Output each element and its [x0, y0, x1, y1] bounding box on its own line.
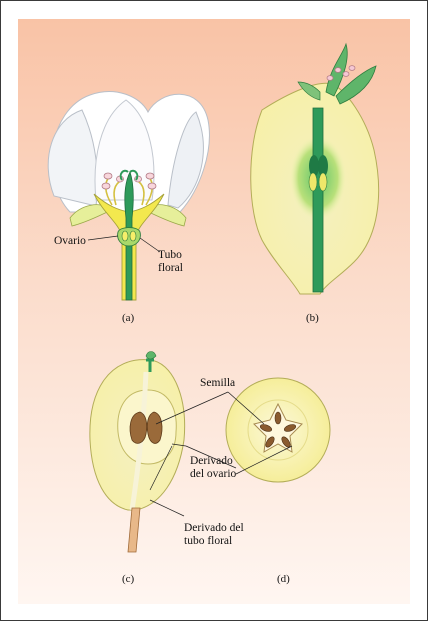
- mature-fruit-section-c: [89, 351, 186, 553]
- seed-c-right: [146, 411, 163, 444]
- label-ovario: Ovario: [54, 235, 86, 247]
- caption-c: (c): [122, 573, 135, 585]
- seed-c-left: [129, 411, 148, 444]
- developing-fruit-section-b: [250, 42, 380, 295]
- caption-d: (d): [277, 573, 290, 585]
- ovario-leader: [87, 235, 119, 241]
- leader-lines-cd: [149, 391, 293, 517]
- fruit-b-stalk: [312, 107, 324, 293]
- tubo-leader: [139, 237, 161, 253]
- caption-b: (b): [306, 312, 319, 324]
- anthers: [101, 172, 157, 190]
- ovary-a: [117, 227, 141, 247]
- carpels-star: [253, 402, 303, 453]
- petal-right: [167, 111, 204, 209]
- caption-a: (a): [122, 312, 135, 324]
- fruit-c-stalk: [127, 507, 141, 553]
- seeds-d: [259, 411, 297, 448]
- label-semilla: Semilla: [200, 377, 235, 389]
- cross-section-d: [225, 377, 331, 483]
